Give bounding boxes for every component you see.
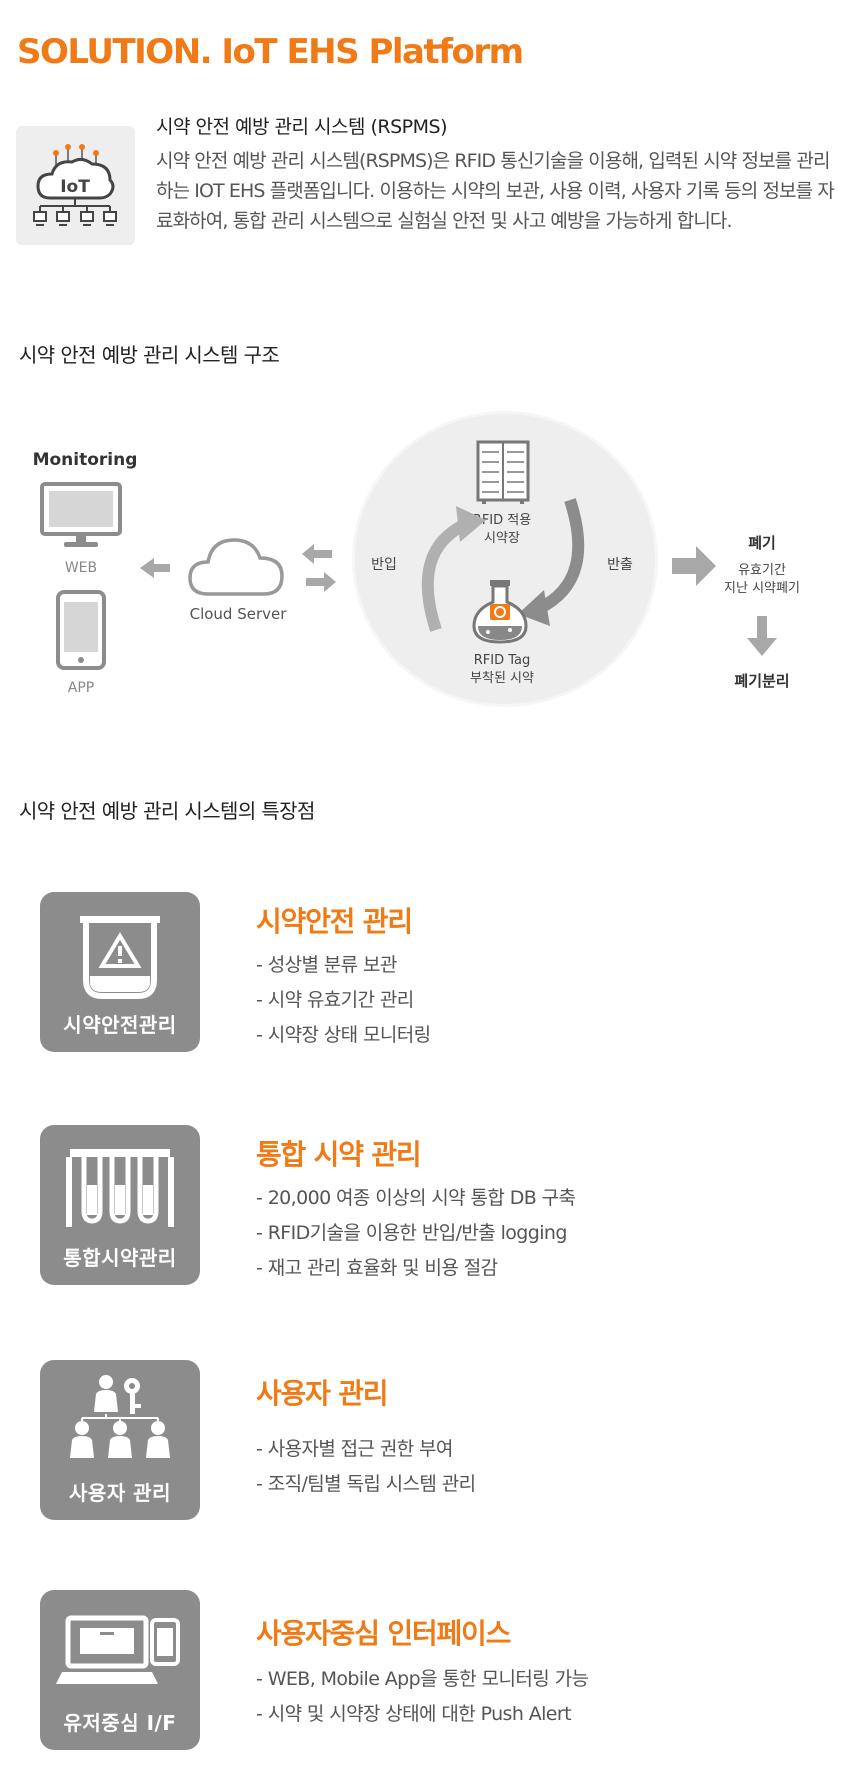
feature-icon-label: 사용자 관리 — [69, 1481, 171, 1505]
list-item: - 20,000 여종 이상의 시약 통합 DB 구축 — [256, 1187, 576, 1209]
list-item: - 시약 유효기간 관리 — [256, 989, 414, 1011]
feature-title: 시약안전 관리 — [256, 905, 413, 938]
separation-label: 폐기분리 — [734, 672, 790, 690]
app-label: APP — [67, 680, 95, 696]
monitor-icon — [40, 482, 122, 554]
page-title: SOLUTION. IoT EHS Platform — [17, 32, 524, 72]
feature-title: 통합 시약 관리 — [256, 1138, 422, 1171]
intro-heading: 시약 안전 예방 관리 시스템 (RSPMS) — [156, 116, 447, 138]
list-item: - WEB, Mobile App을 통한 모니터링 가능 — [256, 1668, 589, 1690]
feature-icon-label: 통합시약관리 — [63, 1246, 177, 1270]
flask-icon — [470, 578, 530, 650]
web-label: WEB — [64, 560, 98, 576]
feature-user-management: 사용자 관리 사용자 관리 - 사용자별 접근 권한 부여 - 조직/팀별 독립… — [0, 1360, 860, 1520]
users-key-icon: 사용자 관리 — [40, 1360, 200, 1520]
feature-bullets: - 성상별 분류 보관 - 시약 유효기간 관리 - 시약장 상태 모니터링 — [256, 948, 431, 1053]
feature-title: 사용자중심 인터페이스 — [256, 1617, 511, 1650]
list-item: - RFID기술을 이용한 반입/반출 logging — [256, 1222, 567, 1244]
arrow-left-icon — [140, 556, 170, 584]
list-item: - 시약장 상태 모니터링 — [256, 1024, 431, 1046]
list-item: - 사용자별 접근 권한 부여 — [256, 1438, 453, 1460]
list-item: - 조직/팀별 독립 시스템 관리 — [256, 1473, 476, 1495]
feature-reagent-safety: 시약안전관리 시약안전 관리 - 성상별 분류 보관 - 시약 유효기간 관리 … — [0, 892, 860, 1052]
devices-icon: 유저중심 I/F — [40, 1590, 200, 1750]
svg-text:IoT: IoT — [60, 177, 90, 197]
feature-bullets: - 사용자별 접근 권한 부여 - 조직/팀별 독립 시스템 관리 — [256, 1432, 476, 1502]
list-item: - 성상별 분류 보관 — [256, 954, 397, 976]
iot-cloud-icon: IoT — [16, 126, 135, 245]
cloud-icon — [186, 530, 286, 602]
feature-title: 사용자 관리 — [256, 1377, 389, 1410]
arrow-right-icon — [672, 546, 716, 590]
feature-user-interface: 유저중심 I/F 사용자중심 인터페이스 - WEB, Mobile App을 … — [0, 1590, 860, 1750]
feature-integrated-reagent: 통합시약관리 통합 시약 관리 - 20,000 여종 이상의 시약 통합 DB… — [0, 1125, 860, 1285]
out-label: 반출 — [607, 557, 633, 573]
monitoring-label: Monitoring — [32, 450, 138, 470]
feature-icon-label: 시약안전관리 — [63, 1013, 177, 1037]
bidirectional-arrows-icon — [302, 544, 336, 596]
features-section-title: 시약 안전 예방 관리 시스템의 특장점 — [19, 799, 315, 823]
list-item: - 재고 관리 효율화 및 비용 절감 — [256, 1257, 498, 1279]
feature-bullets: - WEB, Mobile App을 통한 모니터링 가능 - 시약 및 시약장… — [256, 1662, 589, 1732]
in-label: 반입 — [371, 557, 397, 573]
structure-diagram: Monitoring WEB APP Cloud Server — [0, 414, 860, 730]
list-item: - 시약 및 시약장 상태에 대한 Push Alert — [256, 1703, 572, 1725]
cycle-arrows-icon — [400, 480, 610, 654]
disposal-title: 폐기 — [748, 534, 776, 552]
test-tubes-icon: 통합시약관리 — [40, 1125, 200, 1285]
mobile-icon — [56, 590, 106, 674]
feature-bullets: - 20,000 여종 이상의 시약 통합 DB 구축 - RFID기술을 이용… — [256, 1181, 576, 1286]
intro-description: 시약 안전 예방 관리 시스템(RSPMS)은 RFID 통신기술을 이용해, … — [156, 150, 835, 232]
structure-section-title: 시약 안전 예방 관리 시스템 구조 — [19, 343, 280, 367]
arrow-down-icon — [747, 616, 777, 660]
cloud-server-label: Cloud Server — [189, 605, 287, 623]
feature-icon-label: 유저중심 I/F — [63, 1711, 177, 1735]
cabinet-icon — [476, 440, 530, 508]
flask-warning-icon: 시약안전관리 — [40, 892, 200, 1052]
